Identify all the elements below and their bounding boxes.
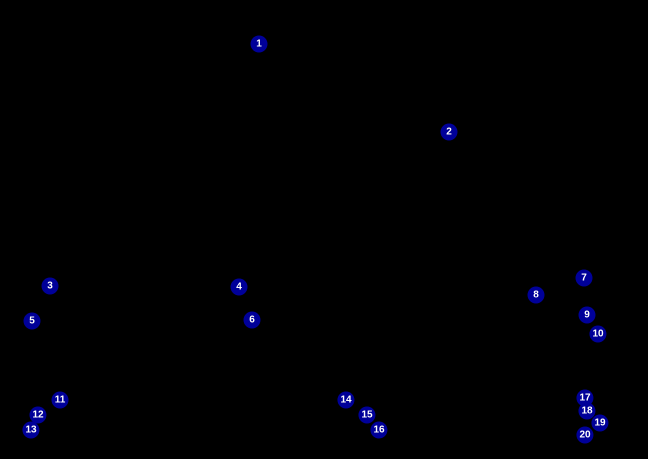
som-marker-15[interactable]: 15 [358,406,376,424]
som-marker-20[interactable]: 20 [576,426,594,444]
som-marker-12[interactable]: 12 [29,406,47,424]
som-marker-1[interactable]: 1 [250,35,268,53]
som-marker-17[interactable]: 17 [576,389,594,407]
som-marker-2[interactable]: 2 [440,123,458,141]
som-marker-5[interactable]: 5 [23,312,41,330]
som-marker-4[interactable]: 4 [230,278,248,296]
som-marker-10[interactable]: 10 [589,325,607,343]
som-marker-18[interactable]: 18 [578,402,596,420]
som-marker-7[interactable]: 7 [575,269,593,287]
som-marker-8[interactable]: 8 [527,286,545,304]
som-marker-16[interactable]: 16 [370,421,388,439]
som-marker-19[interactable]: 19 [591,414,609,432]
som-marker-6[interactable]: 6 [243,311,261,329]
som-marker-13[interactable]: 13 [22,421,40,439]
som-marker-3[interactable]: 3 [41,277,59,295]
som-marker-11[interactable]: 11 [51,391,69,409]
som-marker-9[interactable]: 9 [578,306,596,324]
som-marker-14[interactable]: 14 [337,391,355,409]
